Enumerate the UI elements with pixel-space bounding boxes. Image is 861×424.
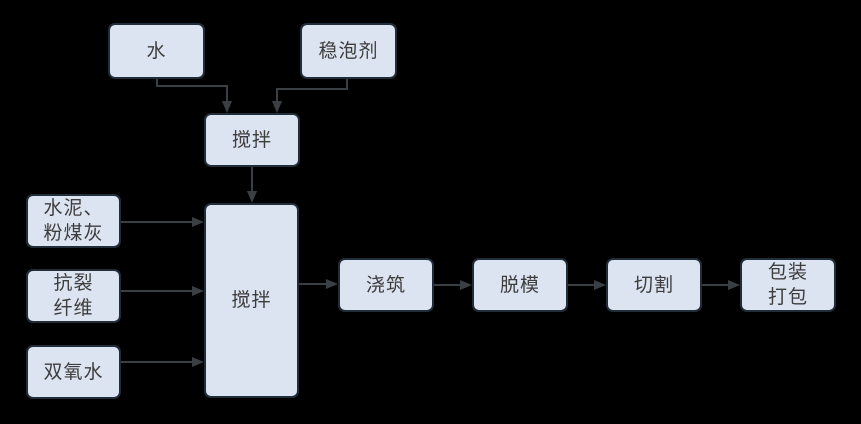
node-demolding: 脱模 — [472, 258, 568, 312]
connector-water-to-mixing1 — [156, 79, 232, 113]
node-mixing-1: 搅拌 — [204, 113, 300, 167]
node-foam-stabilizer: 稳泡剂 — [300, 23, 397, 79]
node-pouring: 浇筑 — [338, 258, 434, 312]
node-mixing-2: 搅拌 — [204, 203, 299, 398]
node-packaging: 包装 打包 — [740, 258, 836, 312]
connector-stabilizer-to-mixing1 — [272, 79, 348, 113]
node-anti-crack-fiber: 抗裂 纤维 — [26, 269, 121, 323]
node-hydrogen-peroxide: 双氧水 — [26, 345, 121, 399]
node-water: 水 — [108, 23, 205, 79]
node-cutting: 切割 — [606, 258, 702, 312]
node-cement-fly-ash: 水泥、 粉煤灰 — [26, 194, 121, 248]
